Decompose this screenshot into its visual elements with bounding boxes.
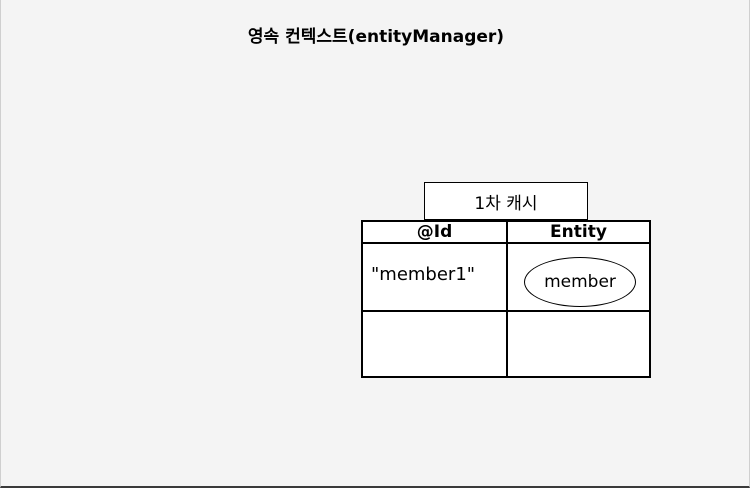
diagram-title: 영속 컨텍스트(entityManager) [247,27,505,47]
first-level-cache-table: @Id Entity "member1" member [361,220,651,378]
first-level-cache-label: 1차 캐시 [424,182,588,220]
header-id: @Id [416,222,453,242]
row-1-entity-label: member [544,272,616,292]
header-entity: Entity [550,222,607,242]
row-1-entity-oval: member [524,257,636,307]
column-divider [506,222,508,376]
row-1-id: "member1" [371,264,476,285]
